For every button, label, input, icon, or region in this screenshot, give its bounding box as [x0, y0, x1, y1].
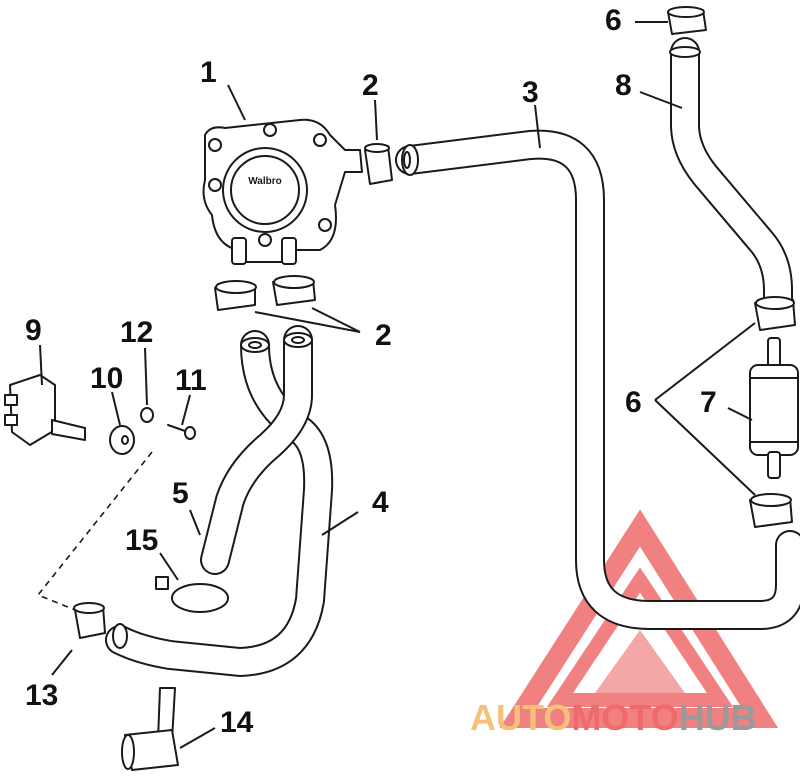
- clip-15: [155, 576, 229, 613]
- callout-14: 14: [220, 706, 254, 739]
- fitting-14: [121, 687, 179, 771]
- watermark-auto: AUTO: [470, 697, 571, 738]
- dashed-reference-line: [36, 451, 153, 613]
- callout-6-top: 6: [605, 4, 622, 37]
- hose-3: [395, 129, 800, 630]
- callout-2-bottom: 2: [375, 319, 392, 352]
- callout-numbers: 1 2 3 6 8 2 6 7 9 10 12 11 5 4 15 13 14: [25, 4, 717, 739]
- callout-8: 8: [615, 69, 632, 102]
- callout-2-top: 2: [362, 69, 379, 102]
- callout-12: 12: [120, 316, 153, 349]
- watermark-moto: MOTO: [571, 697, 678, 738]
- pump-brand-label: Walbro: [248, 176, 282, 187]
- callout-7: 7: [700, 386, 717, 419]
- callout-6-middle: 6: [625, 386, 642, 419]
- clamp-6-middle: [754, 296, 796, 331]
- hose-4: [105, 330, 334, 677]
- clamp-2-left: [214, 280, 257, 311]
- callout-11: 11: [175, 364, 207, 397]
- clamp-2-top: [364, 143, 393, 185]
- watermark-text: AUTOMOTOHUB: [470, 697, 757, 738]
- screw-11: [167, 424, 196, 440]
- callout-4: 4: [372, 486, 389, 519]
- fuel-pump: Walbro: [202, 118, 363, 265]
- hose-5: [200, 325, 313, 575]
- callout-1: 1: [200, 56, 217, 89]
- clamp-2-right: [272, 275, 316, 306]
- grommet-10: [109, 425, 135, 455]
- valve-assembly: [4, 374, 86, 446]
- callout-9: 9: [25, 314, 42, 347]
- clamp-13: [73, 602, 106, 639]
- hose-8: [669, 37, 793, 315]
- callout-3: 3: [522, 76, 539, 109]
- callout-13: 13: [25, 679, 58, 712]
- watermark-hub: HUB: [679, 697, 757, 738]
- clamp-6-bottom: [749, 493, 793, 528]
- clamp-6-top: [667, 6, 707, 35]
- callout-15: 15: [125, 524, 158, 557]
- fuel-filter: [749, 337, 799, 479]
- watermark-word-auto: AUTOMOTOHUB: [470, 697, 757, 738]
- callout-5: 5: [172, 477, 189, 510]
- washer-12: [140, 407, 154, 423]
- leader-lines: [39, 21, 756, 749]
- callout-10: 10: [90, 362, 123, 395]
